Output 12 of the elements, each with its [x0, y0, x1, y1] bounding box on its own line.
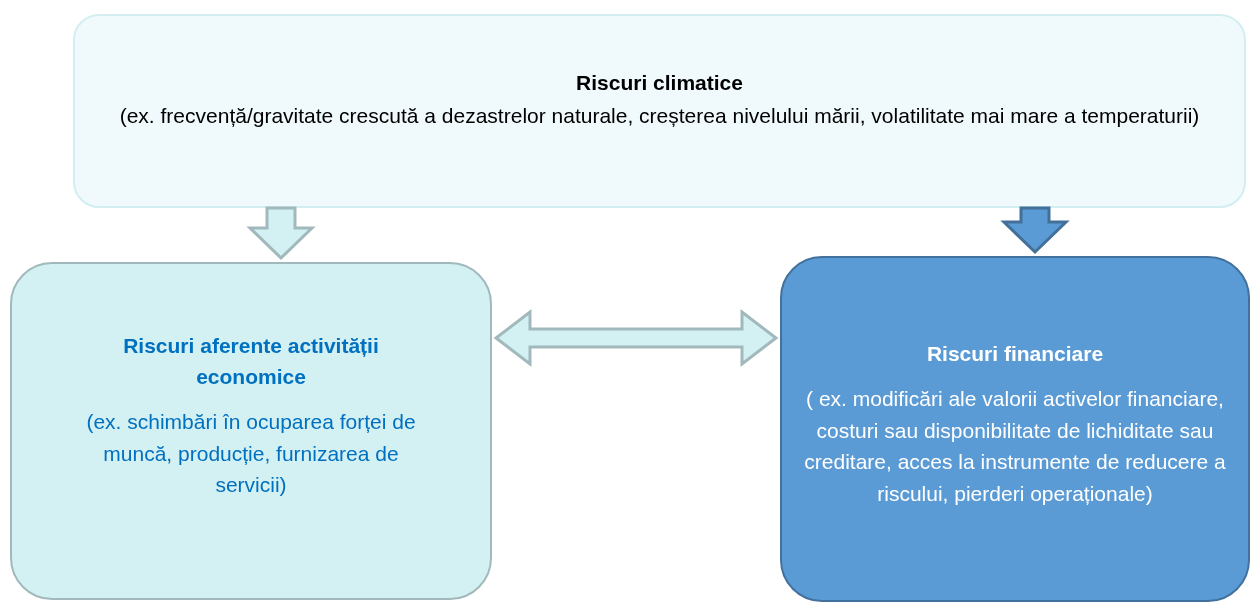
box-title: Riscuri aferente activității economice [122, 333, 380, 390]
box-title: Riscuri climatice [576, 70, 743, 97]
rounded-box [10, 262, 492, 600]
box-title: Riscuri financiare [926, 340, 1104, 367]
block-arrow [493, 308, 779, 368]
block-arrow [1000, 206, 1070, 255]
box-description: ( ex. modificări ale valorii activelor financiare, costuri sau disponibilitate de lichiditate sau creditare, acces la instrumente de reducere a riscului, pierderi operaționale) [803, 386, 1227, 507]
rounded-box [73, 14, 1246, 208]
box-description: (ex. frecvență/gravitate crescută a dezastrelor naturale, creșterea nivelului mării, volatilitate mai mare a temperaturii) [119, 103, 1200, 130]
box-description: (ex. schimbări în ocuparea forței de muncă, producție, furnizarea de servicii) [85, 409, 417, 499]
rounded-box [780, 256, 1250, 602]
block-arrow [246, 206, 316, 261]
